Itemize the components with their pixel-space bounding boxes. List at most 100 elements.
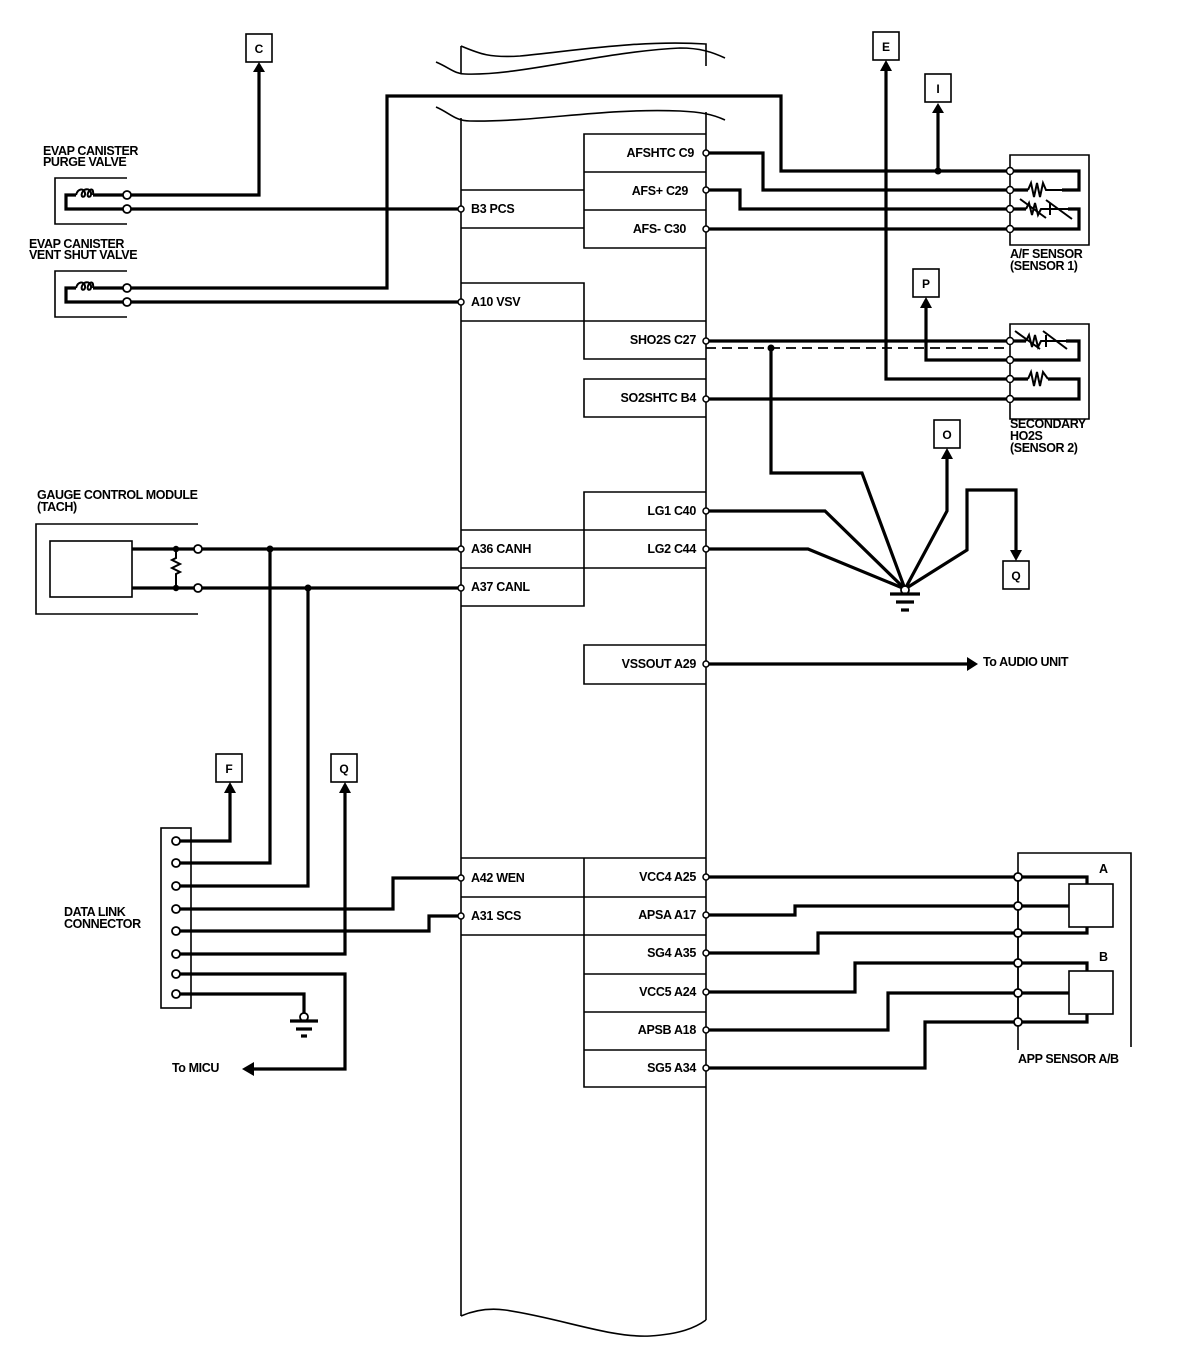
pin-c9-afshtc: AFSHTC C9 [627, 146, 695, 160]
app-sensor-a-label: A [1099, 862, 1108, 876]
af-sensor: A/F SENSOR (SENSOR 1) [1009, 154, 1090, 273]
ecm-break-line [460, 42, 707, 66]
wire-a25-vcc4 [706, 875, 1089, 884]
wire-vent-to-af-sensor [127, 94, 1010, 290]
wire-shield-ground [769, 348, 907, 590]
pin-a35-sg4: SG4 A35 [647, 946, 696, 960]
pin-b3-pcs: B3 PCS [471, 202, 514, 216]
vent-valve-box [54, 270, 127, 318]
connector-i: I [924, 73, 952, 175]
secondary-ho2s: SECONDARY HO2S (SENSOR 2) [1009, 323, 1090, 455]
app-sensor: A B APP SENSOR A/B [1017, 852, 1132, 1066]
ecm-terminals [457, 149, 710, 1072]
af-sensor-box [1009, 154, 1090, 246]
ground-symbol [290, 1012, 318, 1038]
pin-a18-apsb: APSB A18 [638, 1023, 697, 1037]
pin-a37-canl: A37 CANL [471, 580, 530, 594]
connector-p: P [912, 268, 1010, 362]
pin-a36-canh: A36 CANH [471, 542, 531, 556]
wire-a24-vcc5 [706, 961, 1089, 994]
sensor-element-icon [1025, 332, 1066, 350]
evap-vent-shut-valve: EVAP CANISTER VENT SHUT VALVE [29, 237, 138, 318]
resistor-icon [1027, 179, 1062, 198]
pin-a42-wen: A42 WEN [471, 871, 525, 885]
arrow-up-icon [941, 448, 953, 459]
arrow-up-icon [339, 782, 351, 793]
connector-q-left-label: Q [339, 762, 348, 776]
arrow-up-icon [253, 62, 265, 72]
vent-valve-label-1: EVAP CANISTER [29, 237, 124, 251]
variable-arrow-icon [1014, 330, 1068, 350]
connector-e-label: E [882, 40, 890, 54]
connector-e: E [872, 31, 1010, 381]
pin-a29-vssout: VSSOUT A29 [622, 657, 697, 671]
connector-c-label: C [255, 42, 264, 56]
arrow-up-icon [224, 782, 236, 793]
wire-c40-lg1 [706, 509, 907, 591]
arrow-left-icon [242, 1062, 254, 1076]
ecm-bottom-wave [460, 1308, 707, 1337]
connector-q-right-label: Q [1011, 569, 1020, 583]
ecm-body [435, 42, 726, 1337]
wire-purge-to-c [127, 70, 261, 197]
pin-c40-lg1: LG1 C40 [647, 504, 696, 518]
purge-valve-box [54, 177, 127, 225]
wire-dlc-canl [176, 588, 310, 888]
solenoid-coil-icon [75, 188, 95, 198]
app-sensor-label: APP SENSOR A/B [1018, 1052, 1119, 1066]
resistor-icon [1027, 368, 1049, 387]
terminating-resistor-icon [169, 549, 183, 588]
dlc-label-1: DATA LINK [64, 905, 126, 919]
wire-dlc-a31-scs [176, 914, 461, 933]
ecm-break-line-lower [435, 106, 726, 122]
arrow-down-icon [1010, 550, 1022, 561]
af-sensor-label-1: A/F SENSOR [1010, 247, 1083, 261]
solenoid-coil-icon [75, 281, 95, 291]
connector-q-left: Q [330, 753, 358, 793]
arrow-up-icon [920, 297, 932, 308]
ecm-right-pins: AFSHTC C9 AFS+ C29 AFS- C30 SHO2S C27 SO… [621, 146, 697, 1075]
ecm-pin-boxes [461, 133, 706, 1088]
wire-dlc-ground [176, 992, 306, 1017]
pin-c29-afs-plus: AFS+ C29 [632, 184, 689, 198]
af-sensor-label-2: (SENSOR 1) [1010, 259, 1078, 273]
wire-dlc-to-f [176, 788, 232, 843]
connector-f: F [215, 753, 243, 793]
pin-a25-vcc4: VCC4 A25 [639, 870, 696, 884]
pin-c44-lg2: LG2 C44 [647, 542, 696, 556]
ho2s-label-2: HO2S [1010, 429, 1043, 443]
arrow-right-icon [967, 657, 978, 671]
pin-c27-sho2s: SHO2S C27 [630, 333, 696, 347]
ecm-left-pins: B3 PCS A10 VSV A36 CANH A37 CANL A42 WEN… [471, 202, 532, 923]
gauge-control-module: GAUGE CONTROL MODULE (TACH) [35, 488, 198, 615]
wire-ground-to-o [903, 455, 949, 590]
connector-o: O [933, 419, 961, 459]
splice-dot [934, 167, 942, 175]
component-terminals [122, 190, 203, 593]
ho2s-box [1009, 323, 1090, 420]
pin-a31-scs: A31 SCS [471, 909, 521, 923]
wire-a35-sg4 [706, 927, 1089, 955]
connector-q-right: Q [1002, 550, 1030, 590]
wire-dlc-to-q [176, 788, 347, 956]
pin-b4-so2shtc: SO2SHTC B4 [621, 391, 697, 405]
dlc-box [160, 827, 192, 1009]
connector-f-label: F [225, 762, 232, 776]
wire-dlc-to-micu [176, 972, 347, 1071]
gauge-module-label-2: (TACH) [37, 500, 77, 514]
connector-c: C [245, 33, 273, 72]
pin-a24-vcc5: VCC5 A24 [639, 985, 696, 999]
data-link-connector: DATA LINK CONNECTOR [64, 827, 192, 1009]
to-audio-unit-label: To AUDIO UNIT [983, 655, 1069, 669]
purge-valve-label-2: PURGE VALVE [43, 155, 126, 169]
pin-a34-sg5: SG5 A34 [647, 1061, 696, 1075]
app-sensor-b-element [1068, 970, 1114, 1015]
ho2s-label-3: (SENSOR 2) [1010, 441, 1078, 455]
pin-a10-vsv: A10 VSV [471, 295, 521, 309]
wire-a18-apsb [706, 991, 1069, 1032]
gauge-module-unit [49, 540, 133, 598]
wire-c29-afs-plus [706, 188, 1010, 211]
wire-a34-sg5 [706, 1014, 1089, 1070]
wire-ground-to-q [904, 488, 1018, 591]
